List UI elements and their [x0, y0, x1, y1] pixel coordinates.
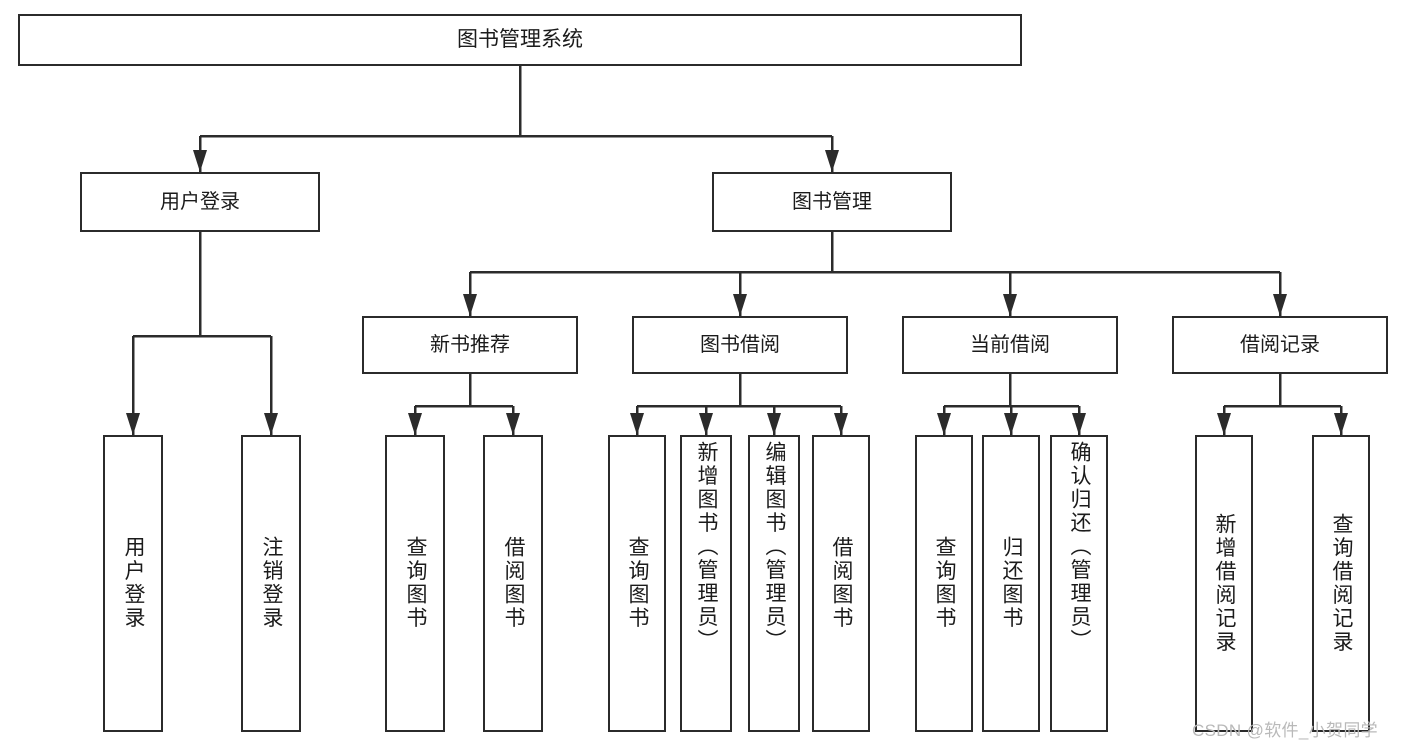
node-label-leaf-query-book-2: 查询图书 — [626, 536, 650, 631]
node-label-leaf-query-book-3: 查询图书 — [933, 536, 957, 631]
arrow-leaf-edit-book — [767, 413, 781, 435]
node-user-login[interactable]: 用户登录 — [80, 172, 320, 232]
node-label-root: 图书管理系统 — [457, 28, 583, 52]
node-leaf-add-book[interactable]: 新增图书（管理员） — [680, 435, 732, 732]
node-label-leaf-query-book-1: 查询图书 — [404, 536, 428, 631]
arrow-book-borrow — [733, 294, 747, 316]
node-leaf-user-login[interactable]: 用户登录 — [103, 435, 163, 732]
node-leaf-query-book-2[interactable]: 查询图书 — [608, 435, 666, 732]
node-leaf-edit-book[interactable]: 编辑图书（管理员） — [748, 435, 800, 732]
node-label-book-borrow: 图书借阅 — [700, 334, 780, 356]
node-leaf-logout[interactable]: 注销登录 — [241, 435, 301, 732]
arrow-book-manage — [825, 150, 839, 172]
node-leaf-query-record[interactable]: 查询借阅记录 — [1312, 435, 1370, 732]
arrow-user-login — [193, 150, 207, 172]
arrow-borrow-record — [1273, 294, 1287, 316]
node-leaf-add-record[interactable]: 新增借阅记录 — [1195, 435, 1253, 732]
node-label-new-book-recommend: 新书推荐 — [430, 334, 510, 356]
node-label-leaf-return-book: 归还图书 — [1000, 536, 1024, 631]
arrow-leaf-query-book-3 — [937, 413, 951, 435]
watermark: CSDN @软件_小贺同学 — [1192, 721, 1379, 740]
node-leaf-query-book-1[interactable]: 查询图书 — [385, 435, 445, 732]
arrow-leaf-query-book-1 — [408, 413, 422, 435]
node-label-leaf-add-record: 新增借阅记录 — [1213, 512, 1237, 655]
node-label-user-login: 用户登录 — [160, 191, 240, 213]
node-label-current-borrow: 当前借阅 — [970, 334, 1050, 356]
node-book-borrow[interactable]: 图书借阅 — [632, 316, 848, 374]
node-leaf-return-book[interactable]: 归还图书 — [982, 435, 1040, 732]
arrow-leaf-query-book-2 — [630, 413, 644, 435]
arrow-leaf-add-record — [1217, 413, 1231, 435]
arrow-new-book-recommend — [463, 294, 477, 316]
arrow-leaf-confirm-return — [1072, 413, 1086, 435]
arrow-leaf-borrow-book-2 — [834, 413, 848, 435]
node-label-leaf-edit-book: 编辑图书（管理员） — [763, 441, 787, 653]
node-label-leaf-borrow-book-1: 借阅图书 — [502, 536, 526, 631]
node-label-leaf-confirm-return: 确认归还（管理员） — [1068, 441, 1092, 653]
arrow-leaf-logout — [264, 413, 278, 435]
node-label-leaf-user-login: 用户登录 — [122, 536, 146, 631]
node-leaf-confirm-return[interactable]: 确认归还（管理员） — [1050, 435, 1108, 732]
node-label-leaf-logout: 注销登录 — [260, 536, 284, 631]
arrow-leaf-borrow-book-1 — [506, 413, 520, 435]
node-leaf-query-book-3[interactable]: 查询图书 — [915, 435, 973, 732]
node-label-leaf-borrow-book-2: 借阅图书 — [830, 536, 854, 631]
node-label-leaf-add-book: 新增图书（管理员） — [695, 441, 719, 653]
node-current-borrow[interactable]: 当前借阅 — [902, 316, 1118, 374]
arrow-leaf-return-book — [1004, 413, 1018, 435]
node-new-book-recommend[interactable]: 新书推荐 — [362, 316, 578, 374]
arrow-current-borrow — [1003, 294, 1017, 316]
node-book-manage[interactable]: 图书管理 — [712, 172, 952, 232]
node-leaf-borrow-book-2[interactable]: 借阅图书 — [812, 435, 870, 732]
node-root[interactable]: 图书管理系统 — [18, 14, 1022, 66]
node-borrow-record[interactable]: 借阅记录 — [1172, 316, 1388, 374]
node-label-borrow-record: 借阅记录 — [1240, 334, 1320, 356]
arrow-leaf-user-login — [126, 413, 140, 435]
node-label-book-manage: 图书管理 — [792, 191, 872, 213]
node-label-leaf-query-record: 查询借阅记录 — [1330, 512, 1354, 655]
arrow-leaf-add-book — [699, 413, 713, 435]
arrow-leaf-query-record — [1334, 413, 1348, 435]
node-leaf-borrow-book-1[interactable]: 借阅图书 — [483, 435, 543, 732]
